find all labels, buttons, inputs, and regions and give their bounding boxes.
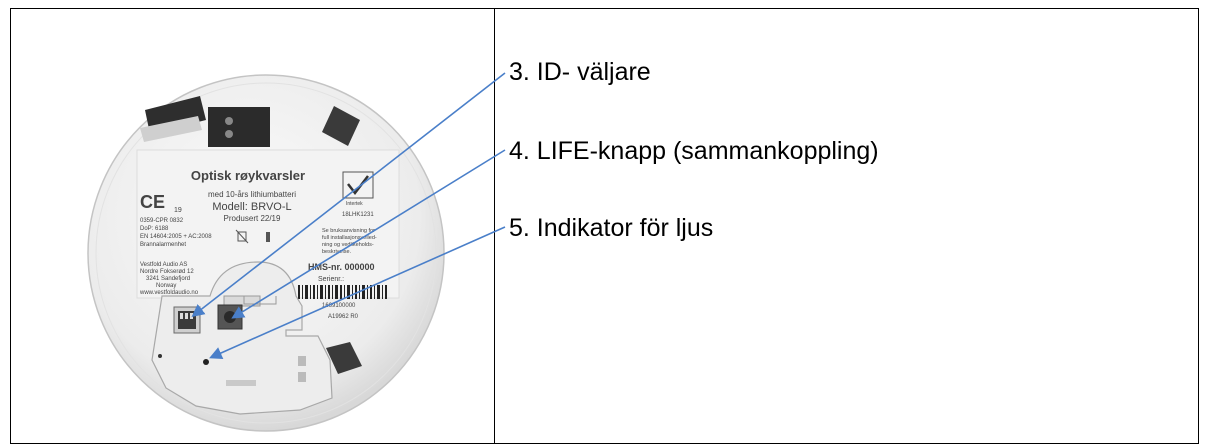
label-text: EN 14604:2005 + AC:2008 (140, 234, 212, 240)
label-life-button: 4. LIFE-knapp (sammankoppling) (509, 137, 879, 165)
weee-icon (235, 229, 249, 244)
callout-arrow-life-button (231, 149, 506, 319)
device-title: Optisk røykvarsler (191, 168, 305, 183)
rim-clip (326, 342, 362, 374)
label-light-indicator: 5. Indikator för ljus (509, 214, 714, 242)
rim-clip (322, 106, 360, 146)
label-text: Vestfold Audio AS (140, 262, 187, 268)
label-text: beskrivelse. (322, 249, 352, 255)
label-text: Brannalarmenhet (140, 242, 186, 248)
callout-arrow-id-selector (191, 72, 506, 317)
label-text: Intertek (346, 201, 363, 207)
ce-year: 19 (174, 207, 182, 214)
callout-arrow-light-indicator (209, 226, 506, 359)
label-text: DoP: 6188 (140, 226, 169, 232)
device-battery: med 10-års lithiumbatteri (208, 190, 296, 199)
label-text: A19962 R0 (328, 314, 359, 320)
label-text: 0359-CPR 0832 (140, 218, 184, 224)
barcode (298, 285, 387, 299)
ce-mark: CE (140, 192, 165, 212)
label-text: Se bruksanvisning for (322, 228, 375, 234)
hms-number: HMS-nr. 000000 (308, 262, 375, 272)
label-text: Norway (156, 283, 176, 289)
device-produced: Produsert 22/19 (224, 214, 281, 223)
indoor-icon (266, 232, 270, 242)
label-id-selector: 3. ID- väljare (509, 58, 651, 86)
table-column-divider (494, 8, 495, 444)
label-text: Serienr.: (318, 276, 344, 283)
label-text: ning og vedlikeholds- (322, 242, 374, 248)
label-text: 1669100000 (322, 303, 356, 309)
table-frame (10, 8, 1199, 444)
label-text: full installasjonsveiled- (322, 235, 377, 241)
light-indicator (203, 359, 209, 365)
terminal-block (208, 107, 270, 147)
label-text: 18LHK1231 (342, 212, 374, 218)
label-text: 3241 Sandefjord (146, 276, 190, 282)
intertek-logo (342, 171, 374, 199)
label-text: www.vestfoldaudio.no (139, 290, 199, 296)
device-model: Modell: BRVO-L (212, 201, 291, 213)
label-text: Nordre Fokserød 12 (140, 269, 194, 275)
battery-cover (151, 261, 333, 415)
